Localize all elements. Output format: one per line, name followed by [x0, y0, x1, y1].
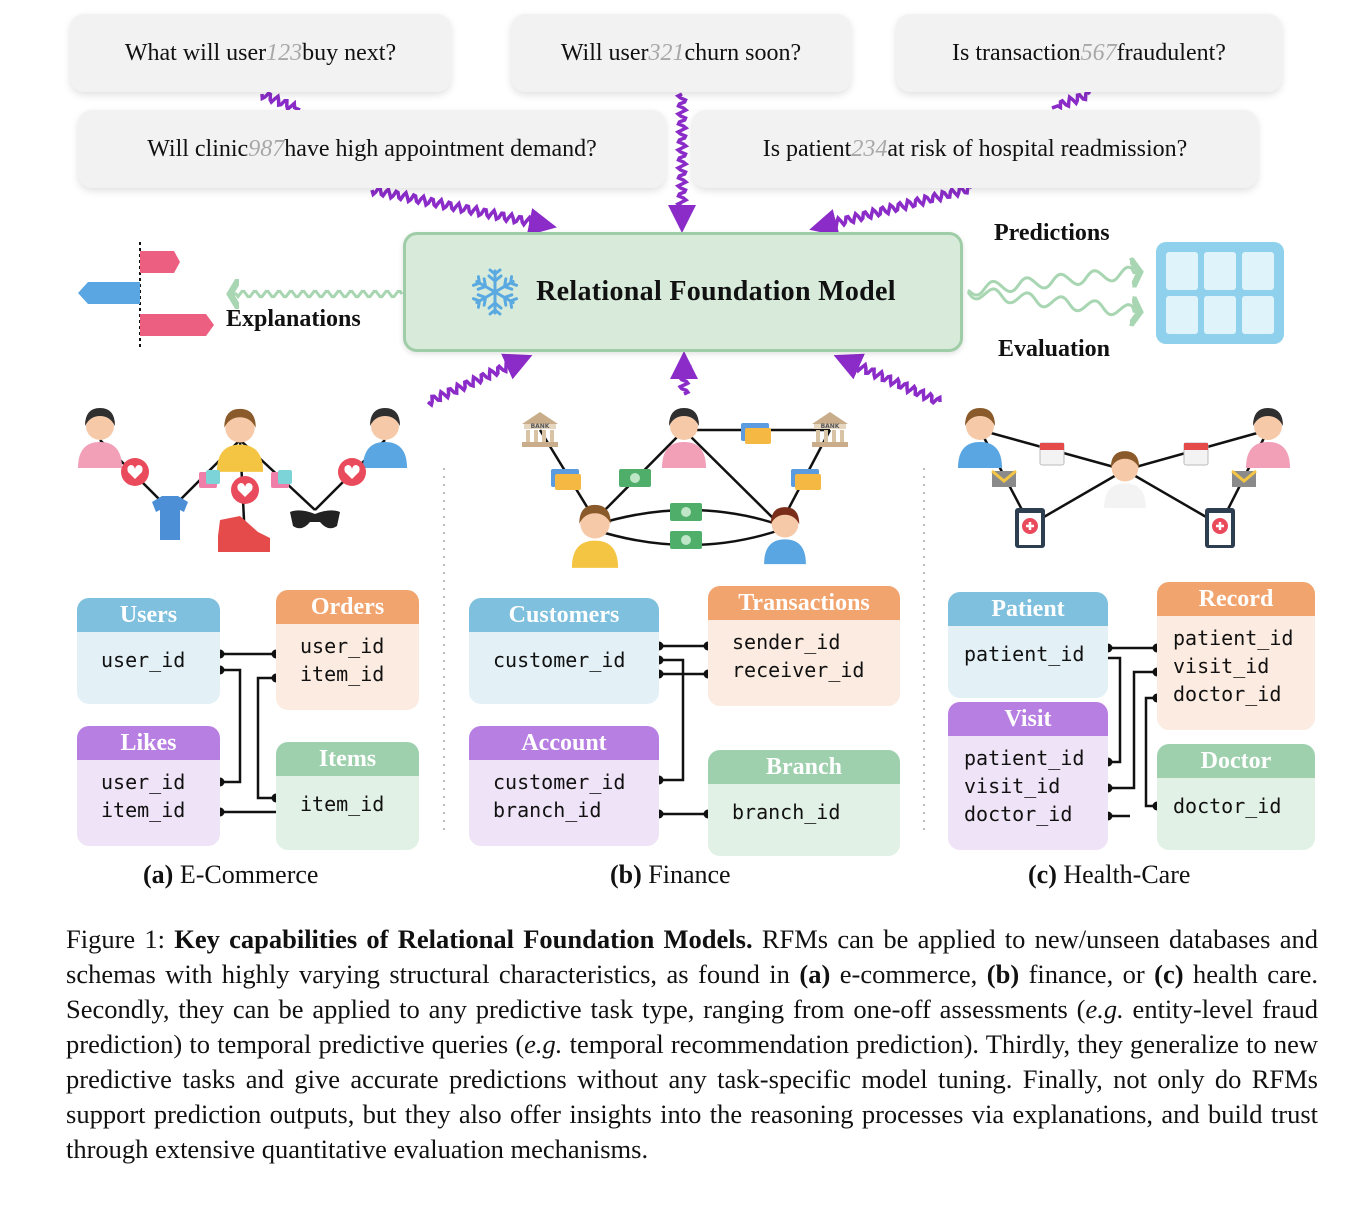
sunglasses-icon [290, 510, 340, 529]
question-bubble-1: What will user 123 buy next? [70, 14, 451, 92]
db-arrow-left [426, 353, 533, 408]
connector [220, 668, 242, 784]
bank-icon: BANK [522, 412, 558, 447]
woman-icon [662, 408, 706, 468]
credit-card-icon [791, 469, 821, 490]
woman-icon [78, 408, 122, 468]
query-arrow-5 [809, 181, 974, 237]
relational-foundation-model-box: Relational Foundation Model [403, 232, 963, 352]
bank-label: BANK [821, 423, 840, 430]
connector [1108, 670, 1157, 790]
explanation-bars-icon [78, 242, 214, 348]
table-likes: Likes user_id item_id [77, 726, 220, 846]
table-account: Account customer_id branch_id [469, 726, 659, 846]
shopping-bag-icon [199, 470, 220, 488]
query-arrow-1 [260, 90, 301, 113]
credit-card-icon [741, 423, 771, 444]
medical-clipboard-icon [1015, 508, 1045, 548]
db-arrow-right [833, 353, 942, 406]
table-visit: Visit patient_id visit_id doctor_id [948, 702, 1108, 850]
query-arrow-2 [668, 92, 696, 233]
subcaption-ecommerce: (a) E-Commerce [143, 860, 319, 889]
calendar-icon [1183, 442, 1209, 466]
table-orders: Orders user_id item_id [276, 590, 419, 710]
cash-icon [670, 503, 702, 521]
model-title: Relational Foundation Model [536, 276, 896, 307]
doctor-icon [1104, 451, 1146, 509]
man-icon [571, 504, 619, 568]
man-icon [216, 408, 264, 472]
connector [256, 676, 276, 800]
evaluation-arrow [966, 287, 1140, 315]
explanations-label: Explanations [226, 306, 361, 332]
question-bubble-4: Will clinic 987 have high appointment de… [78, 110, 666, 188]
illustrations: BANK BANK [78, 408, 1290, 568]
connector [659, 658, 685, 782]
evaluation-label: Evaluation [998, 336, 1111, 362]
figure-caption: Figure 1: Key capabilities of Relational… [66, 924, 1318, 1164]
envelope-icon [1231, 469, 1257, 487]
query-arrow-4 [370, 185, 557, 236]
man-icon [958, 408, 1002, 468]
prediction-table-icon [1156, 242, 1284, 344]
question-bubble-3: Is transaction 567 fraudulent? [896, 14, 1282, 92]
calendar-icon [1039, 442, 1065, 466]
medical-clipboard-icon [1205, 508, 1235, 548]
table-record: Record patient_id visit_id doctor_id [1157, 582, 1315, 730]
subcaption-finance: (b) Finance [610, 860, 731, 889]
heart-icon [338, 458, 366, 486]
explanations-arrow [230, 291, 404, 296]
predictions-arrow [966, 267, 1140, 297]
woman-icon [1246, 408, 1290, 468]
query-arrow-3 [1051, 87, 1092, 111]
cash-icon [670, 531, 702, 549]
wavy-arrows [230, 87, 1140, 408]
heart-icon [231, 476, 259, 504]
table-users: Users user_id [77, 598, 220, 704]
predictions-label: Predictions [994, 220, 1110, 246]
question-bubble-5: Is patient 234 at risk of hospital readm… [692, 110, 1258, 188]
connector [1144, 696, 1157, 808]
heart-icon [121, 458, 149, 486]
table-patient: Patient patient_id [948, 592, 1108, 698]
shoe-icon [218, 516, 270, 552]
shirt-icon [152, 496, 188, 540]
table-customers: Customers customer_id [469, 598, 659, 704]
db-arrow-middle [670, 351, 698, 396]
table-transactions: Transactions sender_id receiver_id [708, 586, 900, 706]
cash-icon [619, 469, 651, 487]
shopping-bag-icon [271, 470, 292, 488]
man-icon [363, 408, 407, 468]
credit-card-icon [551, 469, 581, 490]
man-icon [764, 507, 806, 565]
table-doctor: Doctor doctor_id [1157, 744, 1315, 850]
envelope-icon [991, 469, 1017, 487]
bank-label: BANK [531, 423, 550, 430]
snowflake-icon [471, 268, 519, 316]
connector [1108, 656, 1122, 764]
table-branch: Branch branch_id [708, 750, 900, 856]
bank-icon: BANK [812, 412, 848, 447]
question-bubble-2: Will user 321 churn soon? [511, 14, 851, 92]
table-items: Items item_id [276, 742, 419, 850]
subcaption-healthcare: (c) Health-Care [1028, 860, 1191, 889]
